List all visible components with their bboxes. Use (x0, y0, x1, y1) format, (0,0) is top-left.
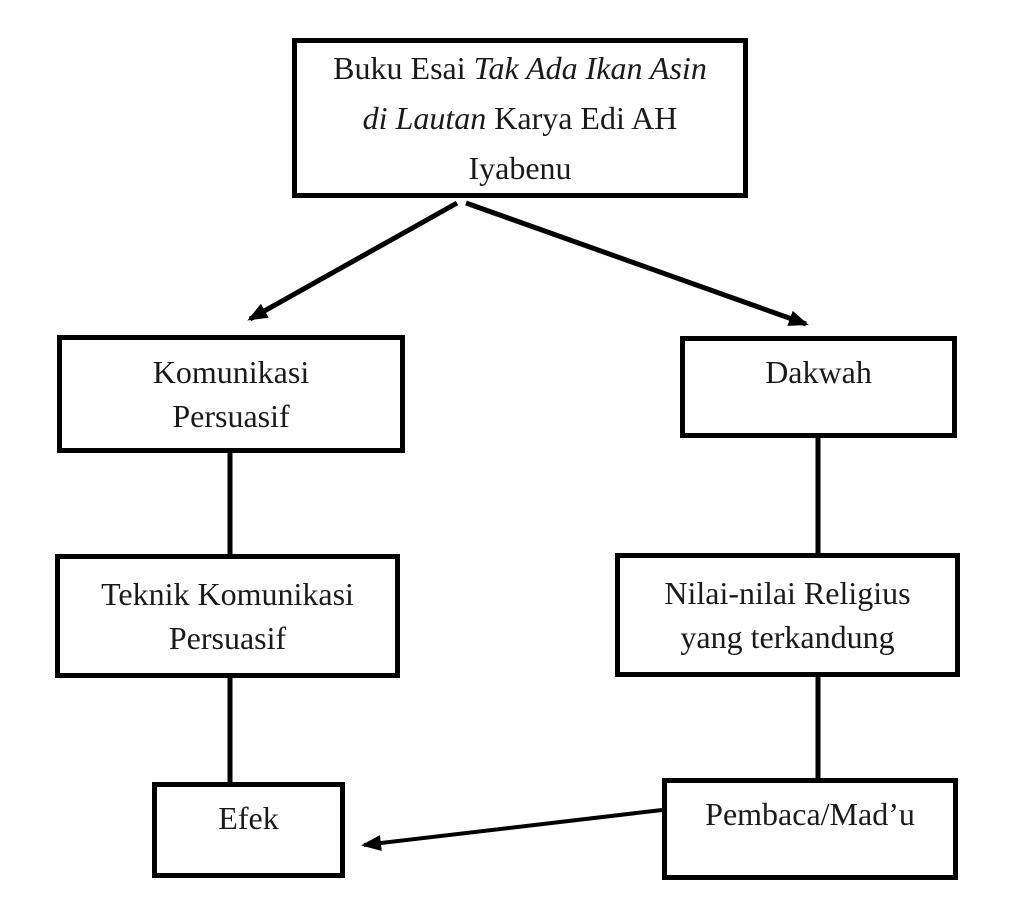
box-efek: Efek (152, 782, 345, 878)
box-komunikasi-persuasif: Komunikasi Persuasif (57, 335, 405, 453)
box-teknik-komunikasi-persuasif: Teknik Komunikasi Persuasif (55, 554, 400, 678)
komunikasi-line-2: Persuasif (172, 398, 290, 434)
dakwah-label: Dakwah (765, 354, 872, 390)
connector-title-to-komunikasi-arrow (247, 200, 459, 322)
title-regular-3: Iyabenu (468, 150, 572, 186)
title-italic-2: di Lautan (362, 100, 487, 136)
nilai-line-2: yang terkandung (680, 619, 895, 655)
box-pembaca-madu: Pembaca/Mad’u (662, 778, 958, 880)
connector-pembaca-to-efek-arrow (361, 808, 663, 851)
nilai-line-1: Nilai-nilai Religius (664, 575, 911, 611)
title-line-1: Buku Esai Tak Ada Ikan Asin (333, 43, 707, 93)
title-line-3: Iyabenu (468, 143, 571, 193)
efek-label: Efek (218, 800, 279, 836)
komunikasi-line-1: Komunikasi (152, 354, 310, 390)
teknik-line-1: Teknik Komunikasi (101, 576, 354, 612)
box-nilai-nilai-religius: Nilai-nilai Religius yang terkandung (615, 553, 960, 677)
title-italic-1: Tak Ada Ikan Asin (473, 50, 707, 86)
box-title-buku-esai: Buku Esai Tak Ada Ikan Asin di Lautan Ka… (292, 38, 748, 198)
pembaca-label: Pembaca/Mad’u (705, 796, 915, 832)
title-line-2: di Lautan Karya Edi AH (363, 93, 678, 143)
box-dakwah: Dakwah (680, 336, 957, 438)
title-regular-1: Buku Esai (333, 50, 466, 86)
teknik-line-2: Persuasif (168, 620, 287, 656)
title-regular-2: Karya Edi AH (494, 100, 678, 136)
connector-title-to-dakwah-arrow (465, 200, 809, 327)
